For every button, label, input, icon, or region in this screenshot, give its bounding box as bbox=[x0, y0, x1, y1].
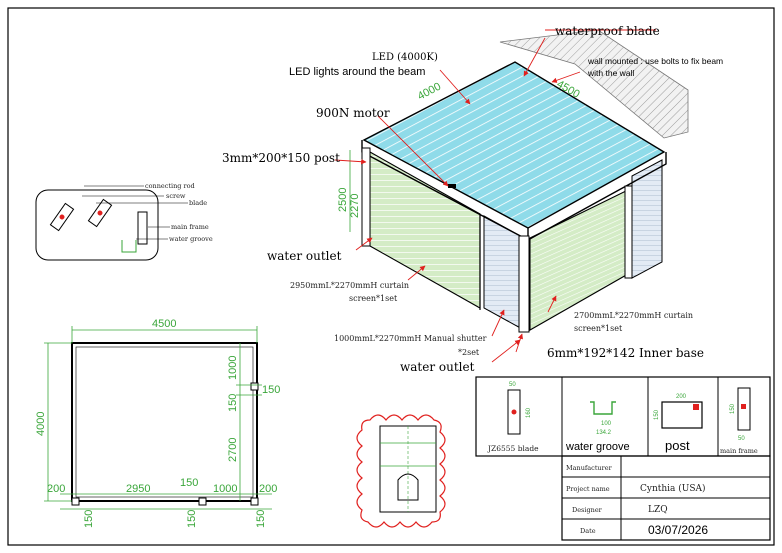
plan-inner-outline bbox=[75, 346, 254, 498]
callout-curtain-side-2: screen*1set bbox=[574, 324, 623, 333]
callout-post: 3mm*200*150 post bbox=[222, 151, 340, 165]
base-detail bbox=[356, 414, 446, 528]
plan-dim-bottom-post: 150 bbox=[180, 477, 198, 489]
title-date-label: Date bbox=[580, 527, 596, 535]
plan-post-bl bbox=[71, 497, 80, 506]
callout-curtain-front-1: 2950mmL*2270mmH curtain bbox=[290, 281, 409, 290]
revision-cloud bbox=[356, 414, 446, 528]
plan-dim-bottom-center: 2950 bbox=[126, 483, 150, 495]
blade-detail: connecting rod screw blade main frame wa… bbox=[35, 182, 213, 261]
blade-detail-frame bbox=[35, 189, 159, 261]
plan-dim-post-mid: 150 bbox=[186, 510, 198, 528]
detail-water-groove-label: water groove bbox=[169, 235, 213, 243]
front-beam bbox=[361, 140, 529, 242]
part-post-label: post bbox=[665, 438, 690, 453]
plan-post-bm bbox=[198, 497, 207, 506]
plan-dim-right-top: 1000 bbox=[227, 356, 239, 380]
plan-dim-bottom-end: 200 bbox=[259, 483, 277, 495]
motor-mark bbox=[448, 184, 456, 188]
plan-dim-bottom-right: 1000 bbox=[213, 483, 237, 495]
part-blade-dim-height: 160 bbox=[526, 407, 532, 418]
plan-dim-right-bottom: 2700 bbox=[227, 438, 239, 462]
part-post-dim-width: 200 bbox=[676, 394, 687, 400]
plan-outline bbox=[71, 342, 258, 502]
detail-blade: blade bbox=[189, 199, 207, 207]
plan-post-r bbox=[250, 382, 259, 391]
plan-dim-post-left: 150 bbox=[83, 510, 95, 528]
rear-shutter bbox=[631, 159, 663, 279]
detail-main-frame-label: main frame bbox=[171, 223, 209, 231]
part-frame-dim-width: 50 bbox=[738, 436, 745, 442]
part-groove-shape bbox=[590, 401, 616, 415]
callout-led-title: LED (4000K) bbox=[372, 52, 438, 63]
base-detail-slot bbox=[397, 473, 419, 501]
title-manufacturer-label: Manufacturer bbox=[566, 464, 613, 472]
iso-dim-height-clear: 2270 bbox=[349, 194, 361, 218]
title-block: Manufacturer Project name Cynthia (USA) … bbox=[561, 455, 771, 541]
part-groove-dim-depth: 100 bbox=[601, 421, 612, 427]
plan-post-br bbox=[250, 497, 259, 506]
part-post-dim-height: 150 bbox=[654, 409, 660, 420]
callout-motor: 900N motor bbox=[316, 106, 390, 120]
detail-connecting-rod: connecting rod bbox=[145, 182, 195, 190]
part-groove-dim-width: 134.2 bbox=[596, 430, 612, 436]
part-frame-label: main frame bbox=[720, 447, 758, 455]
title-designer-value: LZQ bbox=[648, 505, 668, 515]
manual-shutter bbox=[483, 215, 525, 331]
title-date-value: 03/07/2026 bbox=[648, 523, 708, 537]
part-blade-dim-width: 50 bbox=[509, 382, 516, 388]
parts-table: 50 160 JZ6555 blade 100 134.2 water groo… bbox=[475, 376, 771, 457]
part-groove-label: water groove bbox=[565, 441, 630, 453]
detail-water-groove bbox=[121, 240, 137, 253]
iso-dim-height-total: 2500 bbox=[337, 188, 349, 212]
callout-shutter-1: 1000mmL*2270mmH Manual shutter bbox=[334, 334, 487, 343]
part-post-marker bbox=[693, 404, 699, 410]
part-blade-label: JZ6555 blade bbox=[487, 444, 539, 453]
part-post-shape bbox=[661, 401, 703, 429]
plan-dim-right-gap: 150 bbox=[227, 394, 239, 412]
plan-dim-bottom-left: 200 bbox=[47, 483, 65, 495]
iso-dim-width: 4000 bbox=[416, 81, 443, 103]
callout-waterproof-blade: waterproof blade bbox=[555, 24, 660, 38]
callout-curtain-side-1: 2700mmL*2270mmH curtain bbox=[574, 311, 693, 320]
plan-dim-right-mid: 150 bbox=[262, 384, 280, 396]
callout-inner-base: 6mm*192*142 Inner base bbox=[547, 346, 704, 360]
part-blade-pivot bbox=[511, 409, 517, 415]
title-designer-label: Designer bbox=[572, 506, 603, 514]
detail-main-frame bbox=[137, 211, 148, 245]
part-frame-marker bbox=[741, 404, 746, 409]
leader-arrows bbox=[334, 29, 656, 363]
callout-curtain-front-2: screen*1set bbox=[349, 294, 398, 303]
callout-led-desc: LED lights around the beam bbox=[289, 66, 425, 78]
post-right bbox=[624, 185, 633, 279]
plan-dim-top-width: 4500 bbox=[152, 318, 176, 330]
side-beam bbox=[527, 152, 667, 241]
post-left bbox=[361, 147, 371, 247]
plan-view: 4500 4000 1000 150 150 2700 200 2950 150… bbox=[35, 318, 280, 528]
callout-wall-mounted-1: wall mounted : use bolts to fix beam bbox=[587, 56, 723, 66]
title-project-label: Project name bbox=[566, 485, 610, 493]
title-project-value: Cynthia (USA) bbox=[640, 483, 706, 494]
sheet-border bbox=[7, 7, 775, 546]
part-frame-dim-height: 150 bbox=[730, 403, 736, 414]
detail-screw: screw bbox=[166, 192, 186, 200]
callout-water-outlet-bottom: water outlet bbox=[400, 360, 475, 374]
callout-wall-mounted-2: with the wall bbox=[587, 68, 634, 78]
roof-panel bbox=[362, 61, 666, 229]
plan-dim-left-depth: 4000 bbox=[35, 412, 47, 436]
callout-water-outlet-left: water outlet bbox=[267, 249, 342, 263]
plan-dim-post-right: 150 bbox=[255, 510, 267, 528]
post-front bbox=[518, 235, 530, 333]
isometric-pergola-view: 4000 4500 2500 2270 waterproof blade wal… bbox=[222, 24, 723, 374]
callout-shutter-2: *2set bbox=[458, 348, 480, 357]
